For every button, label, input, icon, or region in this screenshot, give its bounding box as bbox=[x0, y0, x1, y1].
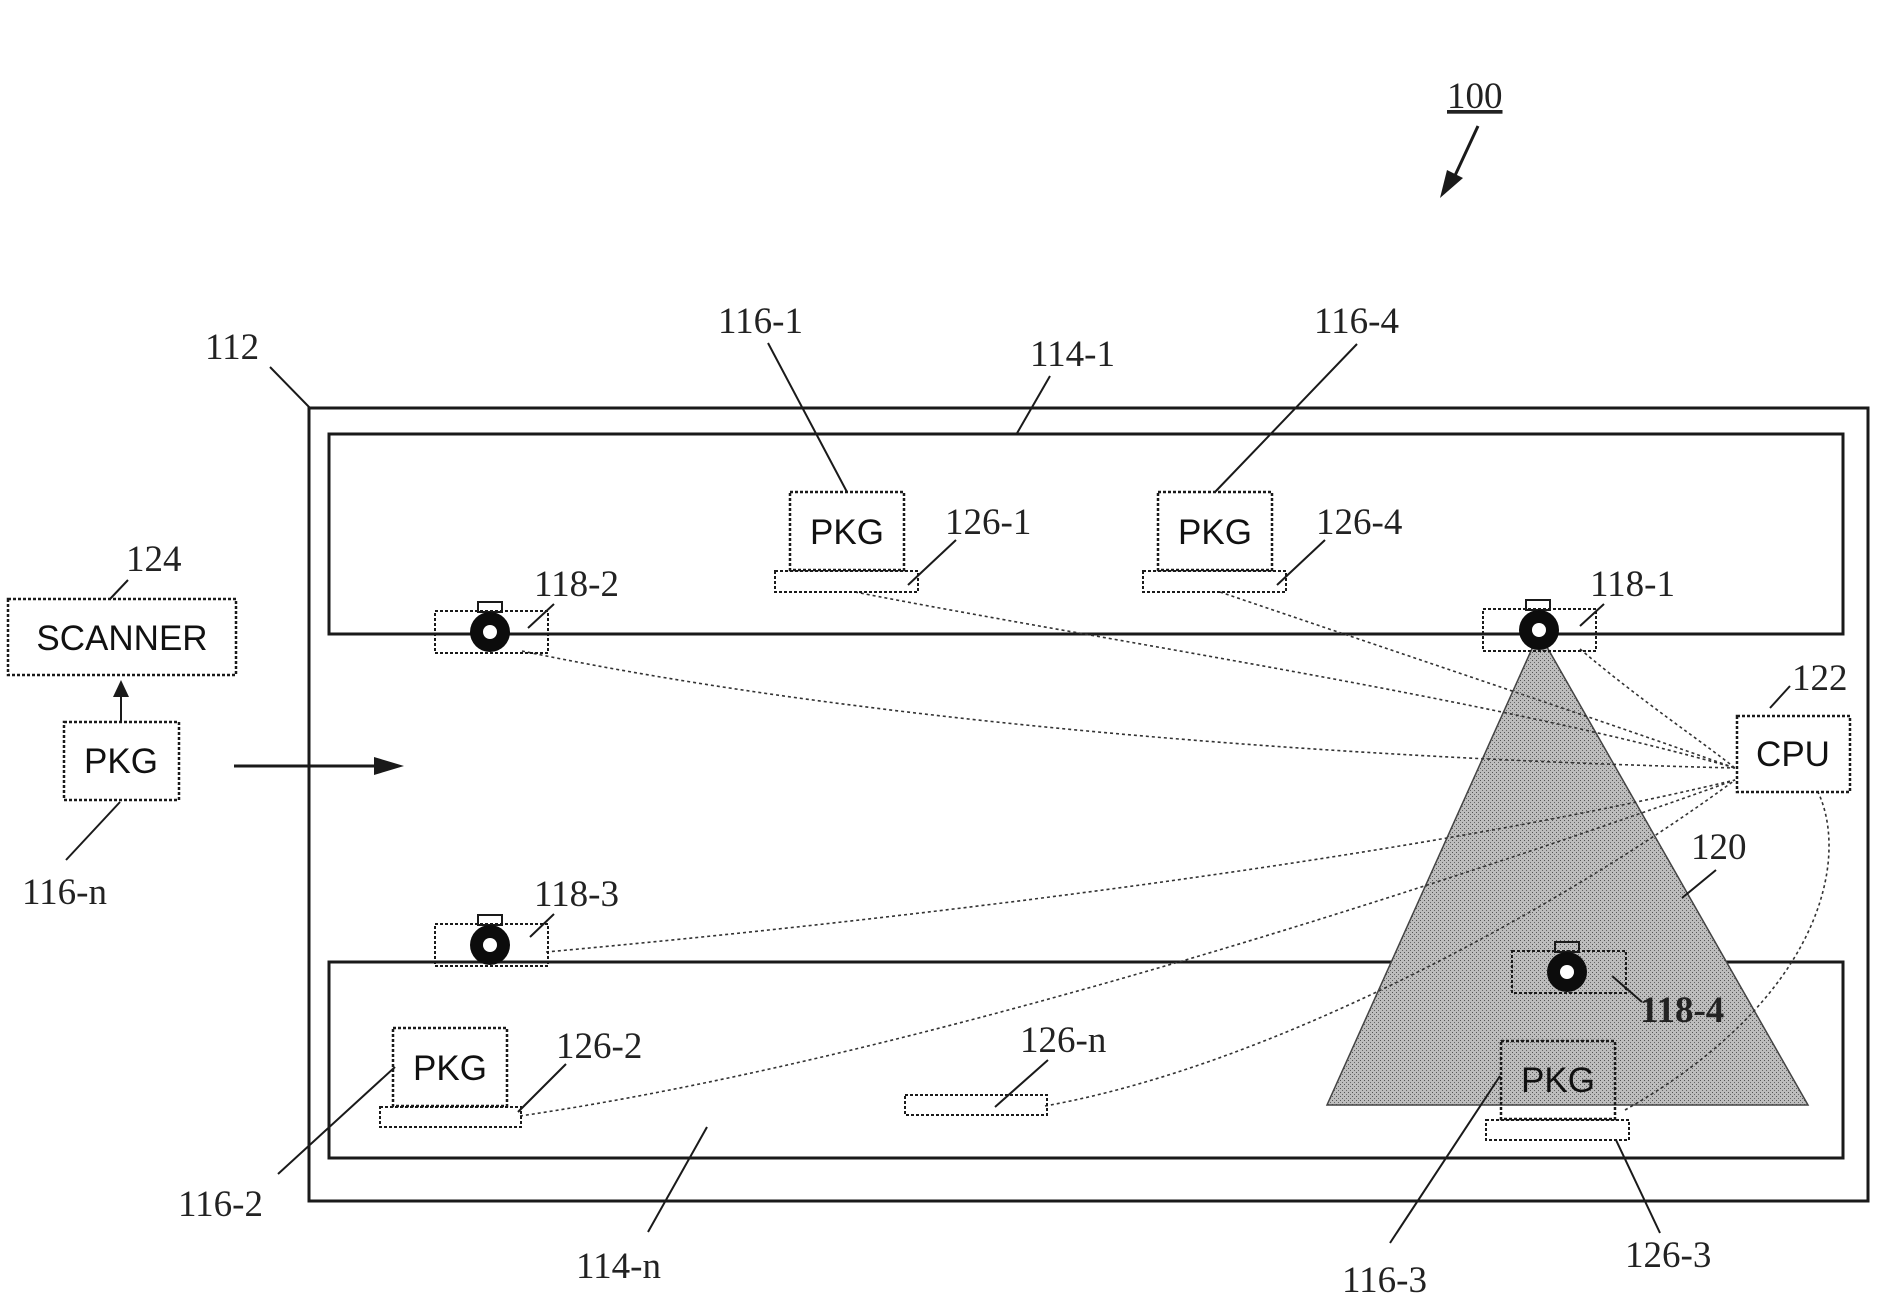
package-3-label: PKG bbox=[1521, 1061, 1595, 1100]
package-2-label: PKG bbox=[413, 1049, 487, 1088]
ref-tag-4: 126-4 bbox=[1316, 502, 1402, 543]
ref-tag-3: 126-3 bbox=[1625, 1235, 1711, 1276]
ref-pkg-4: 116-4 bbox=[1314, 301, 1399, 342]
package-4-label: PKG bbox=[1178, 513, 1252, 552]
ref-pkg-3: 116-3 bbox=[1342, 1260, 1427, 1295]
cpu-label: CPU bbox=[1756, 735, 1830, 774]
tag-2 bbox=[380, 1107, 521, 1127]
tag-4 bbox=[1143, 571, 1286, 592]
leader-fov bbox=[1682, 870, 1716, 898]
ref-cam-3: 118-3 bbox=[534, 874, 619, 915]
leader-shelf-bottom bbox=[648, 1127, 707, 1232]
ref-tag-n: 126-n bbox=[1020, 1020, 1106, 1061]
ref-cam-1: 118-1 bbox=[1590, 564, 1675, 605]
ref-cam-2: 118-2 bbox=[534, 564, 619, 605]
ref-fov: 120 bbox=[1691, 827, 1747, 868]
leader-cam-3 bbox=[530, 914, 554, 937]
package-1-label: PKG bbox=[810, 513, 884, 552]
leader-tag-1 bbox=[908, 540, 956, 585]
package-incoming-label: PKG bbox=[84, 742, 158, 781]
tag-3 bbox=[1486, 1120, 1629, 1140]
leader-cam-2 bbox=[528, 604, 554, 628]
ref-cpu: 122 bbox=[1792, 658, 1848, 699]
leader-tag-n bbox=[995, 1060, 1048, 1107]
camera-2 bbox=[435, 602, 548, 653]
ref-tag-1: 126-1 bbox=[945, 502, 1031, 543]
leader-pkg-n bbox=[66, 802, 120, 860]
leader-tag-4 bbox=[1277, 540, 1325, 585]
ref-cam-4: 118-4 bbox=[1640, 990, 1724, 1031]
ref-shelf-top: 114-1 bbox=[1030, 334, 1115, 375]
camera-1 bbox=[1483, 600, 1596, 651]
ref-scanner: 124 bbox=[126, 539, 182, 580]
leader-cpu bbox=[1770, 686, 1790, 708]
leader-tag-2 bbox=[518, 1064, 566, 1112]
tag-n bbox=[905, 1095, 1047, 1115]
leader-cam-1 bbox=[1580, 604, 1604, 626]
leader-scanner bbox=[110, 580, 128, 599]
ref-facility: 112 bbox=[205, 327, 259, 368]
leader-shelf-top bbox=[1016, 376, 1050, 435]
ref-pkg-1: 116-1 bbox=[718, 301, 803, 342]
entry-arrow-head bbox=[374, 757, 404, 775]
leader-facility bbox=[270, 367, 310, 408]
leader-tag-3 bbox=[1616, 1140, 1660, 1233]
scanner-label: SCANNER bbox=[36, 619, 207, 658]
ref-tag-2: 126-2 bbox=[556, 1026, 642, 1067]
ref-shelf-bottom: 114-n bbox=[576, 1246, 661, 1287]
system-arrow-line bbox=[1452, 126, 1478, 182]
ref-system: 100 bbox=[1447, 76, 1503, 117]
pkg-to-scanner-head bbox=[113, 680, 129, 697]
camera-3 bbox=[435, 915, 548, 966]
tag-1 bbox=[775, 571, 918, 592]
ref-pkg-n: 116-n bbox=[22, 872, 107, 913]
leader-pkg-4 bbox=[1215, 344, 1357, 492]
leader-pkg-1 bbox=[768, 343, 847, 492]
camera-field-of-view bbox=[1327, 633, 1808, 1105]
ref-pkg-2: 116-2 bbox=[178, 1184, 263, 1225]
system-arrow-head bbox=[1440, 170, 1463, 198]
